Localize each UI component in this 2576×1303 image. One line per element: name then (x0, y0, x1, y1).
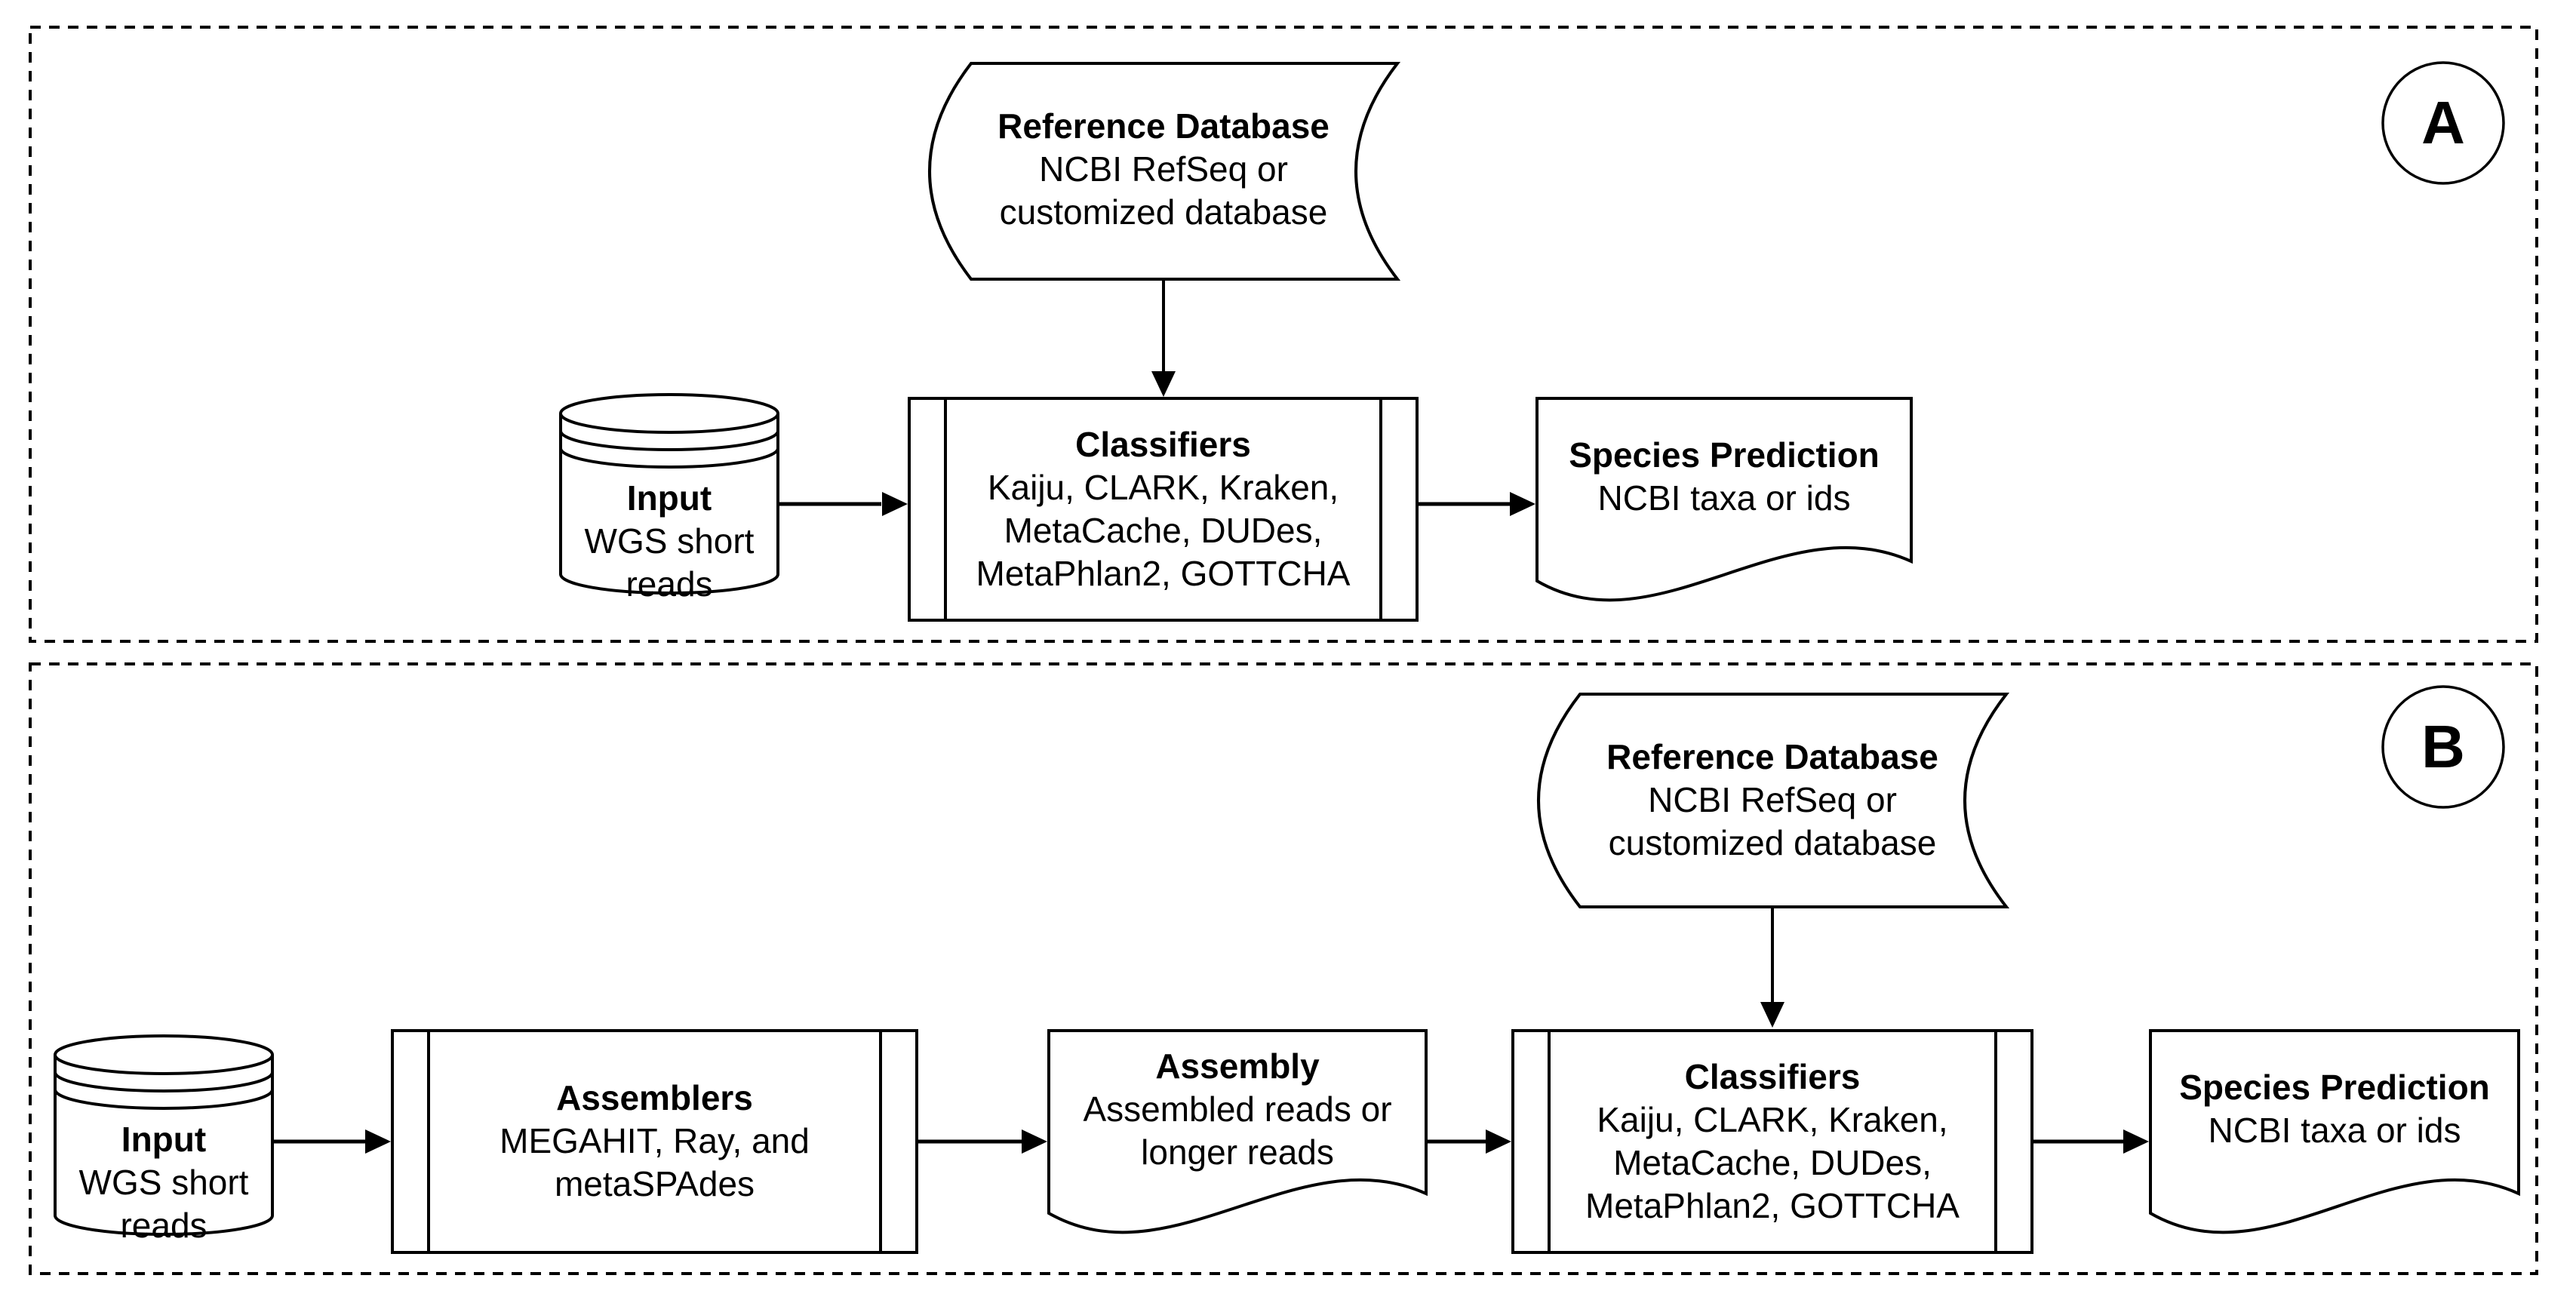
assembly-label: Assembly Assembled reads or longer reads (1049, 1045, 1426, 1174)
species-prediction-b-label: Species Prediction NCBI taxa or ids (2150, 1066, 2519, 1152)
classifiers-b-box (1511, 1029, 2033, 1254)
node-line: Kaiju, CLARK, Kraken, (987, 468, 1339, 507)
input-a-cylinder-disc-line-2 (559, 447, 779, 469)
panel-a-border (29, 26, 2538, 643)
node-line: customized database (1608, 823, 1937, 862)
arrowhead-assembly (1022, 1129, 1047, 1154)
classifiers-b-label: Classifiers Kaiju, CLARK, Kraken, MetaCa… (1549, 1056, 1996, 1228)
node-title: Assemblers (556, 1078, 753, 1117)
input-b-cylinder-disc-line-1 (54, 1071, 274, 1092)
node-line: MetaCache, DUDes, (1613, 1143, 1932, 1182)
node-line: NCBI RefSeq or (1039, 149, 1288, 189)
species-prediction-a-label: Species Prediction NCBI taxa or ids (1537, 434, 1911, 520)
species-prediction-b-shape (2149, 1029, 2520, 1234)
arrowhead-assemblers (365, 1129, 391, 1154)
classifiers-a-box (908, 397, 1419, 622)
panel-b-badge-circle (2381, 685, 2505, 809)
node-title: Species Prediction (2179, 1068, 2490, 1107)
input-b-cylinder-lid (54, 1034, 274, 1075)
assemblers-label: Assemblers MEGAHIT, Ray, and metaSPAdes (429, 1077, 881, 1206)
node-line: MetaPhlan2, GOTTCHA (1585, 1186, 1960, 1225)
reference-database-b-label: Reference Database NCBI RefSeq or custom… (1539, 736, 2006, 865)
input-a-cylinder-disc-line-1 (559, 430, 779, 451)
input-a-cylinder-body (559, 413, 779, 595)
species-prediction-a-shape (1535, 397, 1913, 602)
arrowhead-refdb-b (1760, 1002, 1784, 1028)
arrowhead-species-a (1510, 492, 1535, 516)
panel-a-badge: A (2421, 89, 2465, 156)
node-line: MetaCache, DUDes, (1004, 511, 1323, 550)
panel-b-badge: B (2421, 713, 2465, 780)
node-line: WGS short (584, 521, 755, 561)
node-line: Kaiju, CLARK, Kraken, (1597, 1100, 1948, 1139)
classifiers-a-label: Classifiers Kaiju, CLARK, Kraken, MetaCa… (945, 423, 1381, 595)
node-title: Species Prediction (1569, 435, 1880, 475)
reference-database-b-shape (1537, 693, 2010, 908)
panel-b-border (29, 662, 2538, 1275)
node-title: Classifiers (1075, 425, 1251, 464)
input-b-cylinder-disc-line-2 (54, 1089, 274, 1110)
node-line: longer reads (1141, 1132, 1334, 1172)
arrowhead-refdb-a (1151, 371, 1176, 397)
arrowhead-species-b (2123, 1129, 2149, 1154)
node-title: Assembly (1155, 1046, 1320, 1086)
node-line: metaSPAdes (554, 1164, 755, 1203)
node-line: MetaPhlan2, GOTTCHA (976, 554, 1351, 593)
node-line: reads (120, 1206, 207, 1245)
node-title: Classifiers (1684, 1057, 1861, 1096)
node-line: NCBI taxa or ids (2208, 1111, 2461, 1150)
node-line: MEGAHIT, Ray, and (500, 1121, 810, 1160)
node-line: reads (626, 564, 713, 604)
arrowhead-input-a (882, 492, 908, 516)
node-line: NCBI taxa or ids (1597, 478, 1851, 518)
node-line: WGS short (78, 1163, 249, 1202)
assemblers-box (391, 1029, 918, 1254)
node-title: Input (626, 478, 712, 518)
reference-database-a-label: Reference Database NCBI RefSeq or custom… (930, 105, 1397, 234)
node-line: customized database (999, 192, 1328, 232)
panel-a-badge-circle (2381, 61, 2505, 185)
reference-database-a-shape (928, 62, 1401, 281)
input-b-cylinder-body (54, 1055, 274, 1236)
node-line: Assembled reads or (1083, 1089, 1392, 1129)
input-b-label: Input WGS short reads (55, 1118, 272, 1247)
node-title: Reference Database (1606, 737, 1938, 776)
assembly-shape (1047, 1029, 1428, 1234)
arrowhead-classifiers-b (1486, 1129, 1511, 1154)
node-title: Reference Database (998, 106, 1329, 146)
node-line: NCBI RefSeq or (1648, 780, 1897, 819)
node-title: Input (121, 1120, 207, 1159)
input-a-label: Input WGS short reads (561, 477, 778, 606)
input-a-cylinder-lid (559, 393, 779, 434)
